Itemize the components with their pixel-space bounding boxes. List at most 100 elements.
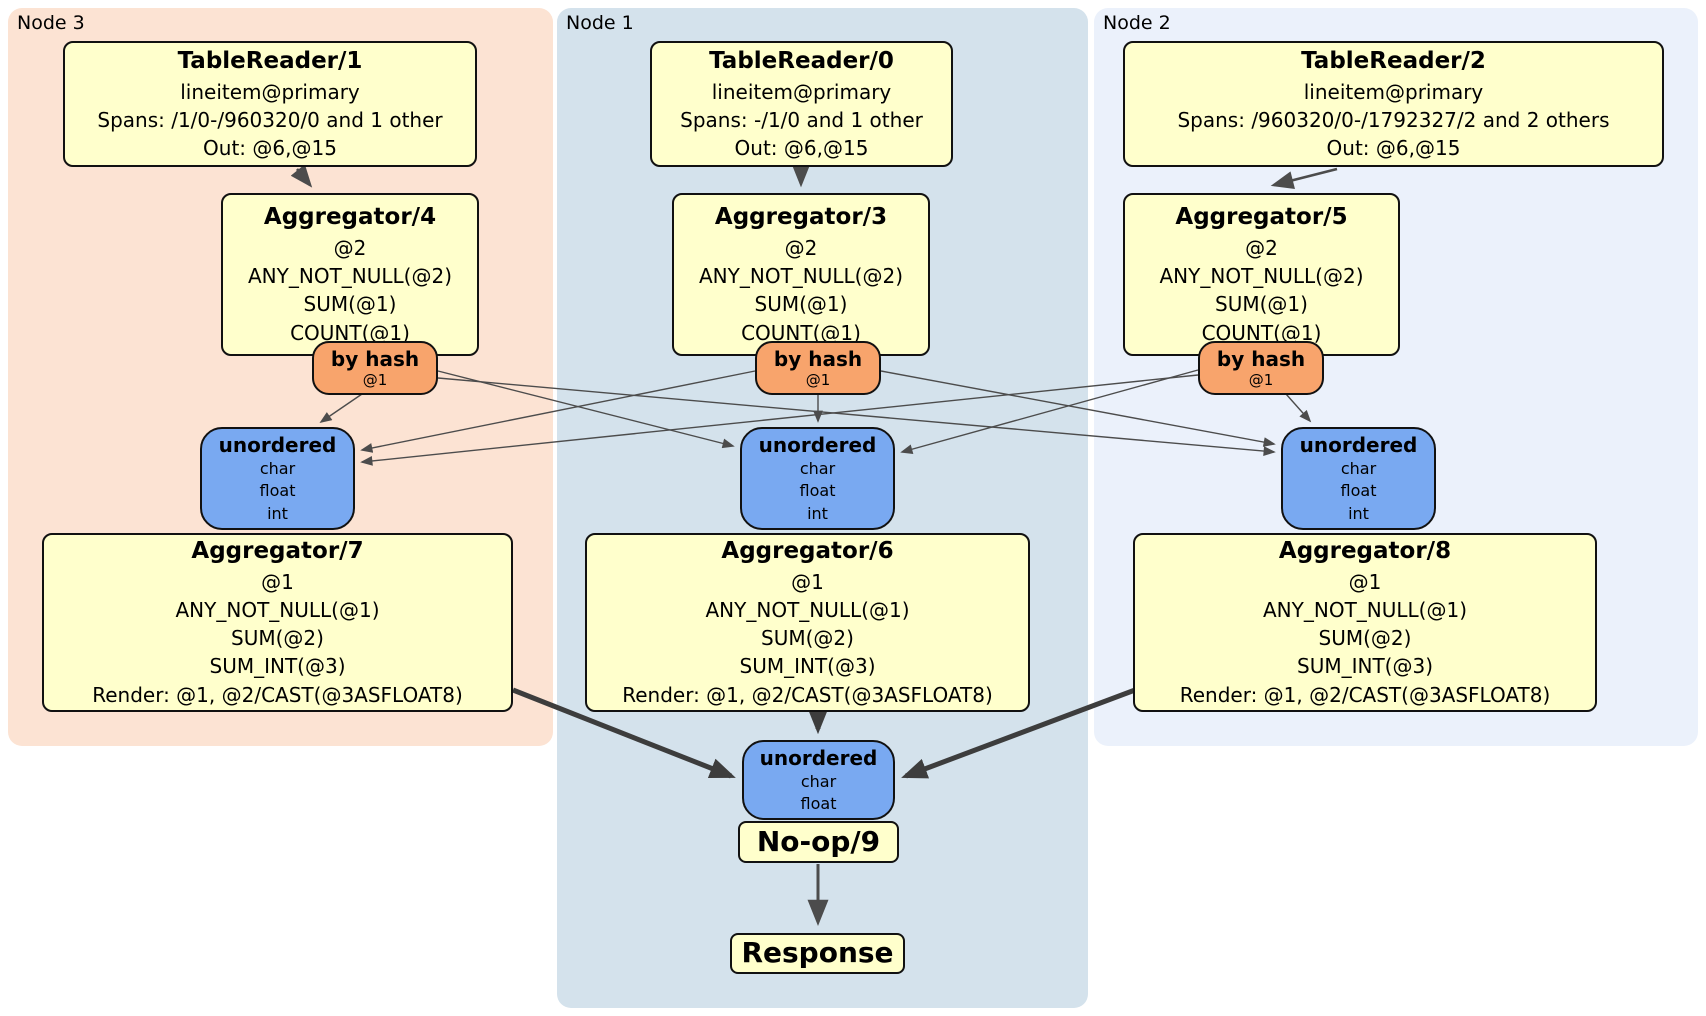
- sync-type: char: [1340, 459, 1377, 479]
- node-group-2-label: Node 2: [1103, 12, 1171, 34]
- processor-line: SUM_INT(@3): [739, 654, 876, 679]
- processor-title: Aggregator/8: [1278, 538, 1452, 565]
- processor-line: lineitem@primary: [1303, 79, 1484, 104]
- processor-line: SUM_INT(@3): [209, 654, 346, 679]
- processor-line: @2: [333, 235, 367, 260]
- processor-title: TableReader/2: [1301, 47, 1486, 74]
- processor-line: ANY_NOT_NULL(@1): [175, 598, 380, 623]
- sync-unordered-node1: unordered char float int: [740, 427, 895, 530]
- router-detail: @1: [362, 370, 388, 389]
- processor-line: Spans: /960320/0-/1792327/2 and 2 others: [1177, 107, 1610, 132]
- edge: [437, 377, 1276, 456]
- sync-title: unordered: [1299, 433, 1418, 458]
- sync-type: float: [1340, 481, 1377, 501]
- processor-line: SUM(@1): [1215, 292, 1308, 317]
- sync-title: unordered: [218, 433, 337, 458]
- processor-title: Aggregator/6: [721, 538, 894, 565]
- processor-line: Out: @6,@15: [1326, 135, 1461, 160]
- sync-type: char: [799, 459, 836, 479]
- aggregator-to-final-sync-edges: [512, 687, 1136, 779]
- processor-line: ANY_NOT_NULL(@2): [1159, 264, 1364, 289]
- edge: [1285, 393, 1312, 423]
- processor-line: COUNT(@1): [1201, 320, 1322, 345]
- router-by-hash-node3: by hash @1: [312, 341, 438, 395]
- processor-line: Spans: -/1/0 and 1 other: [680, 107, 923, 132]
- processor-line: @2: [784, 235, 818, 260]
- router-detail: @1: [1248, 370, 1274, 389]
- processor-title: TableReader/0: [709, 47, 894, 74]
- processor-line: COUNT(@1): [290, 320, 410, 345]
- processor-line: @1: [261, 569, 294, 594]
- edge: [901, 687, 1136, 779]
- processor-line: SUM(@2): [761, 626, 854, 651]
- processor-aggregator-7: Aggregator/7 @1 ANY_NOT_NULL(@1) SUM(@2)…: [42, 533, 513, 712]
- router-title: by hash: [1216, 346, 1306, 371]
- sync-unordered-node3: unordered char float int: [200, 427, 355, 530]
- processor-aggregator-3: Aggregator/3 @2 ANY_NOT_NULL(@2) SUM(@1)…: [672, 193, 930, 356]
- processor-aggregator-5: Aggregator/5 @2 ANY_NOT_NULL(@2) SUM(@1)…: [1123, 193, 1400, 356]
- edge: [360, 374, 1199, 466]
- router-by-hash-node2: by hash @1: [1198, 341, 1324, 395]
- processor-aggregator-6: Aggregator/6 @1 ANY_NOT_NULL(@1) SUM(@2)…: [585, 533, 1030, 712]
- processor-line: @1: [791, 569, 824, 594]
- edge: [360, 370, 756, 453]
- processor-title: TableReader/1: [177, 47, 363, 74]
- processor-line: ANY_NOT_NULL(@2): [699, 264, 903, 289]
- edge: [437, 370, 735, 449]
- node-group-3-label: Node 3: [17, 12, 85, 34]
- processor-tablereader-2: TableReader/2 lineitem@primary Spans: /9…: [1123, 41, 1664, 167]
- sync-type: char: [800, 771, 837, 791]
- processor-line: ANY_NOT_NULL(@2): [248, 264, 452, 289]
- processor-line: lineitem@primary: [711, 79, 892, 104]
- processor-line: SUM(@1): [754, 292, 848, 317]
- processor-line: SUM(@1): [303, 292, 397, 317]
- processor-tablereader-1: TableReader/1 lineitem@primary Spans: /1…: [63, 41, 477, 167]
- router-title: by hash: [330, 346, 420, 371]
- processor-title: Aggregator/5: [1175, 204, 1348, 231]
- processor-line: ANY_NOT_NULL(@1): [705, 598, 910, 623]
- sync-type: float: [259, 481, 296, 501]
- processor-line: Render: @1, @2/CAST(@3ASFLOAT8): [622, 682, 993, 707]
- router-detail: @1: [805, 370, 831, 389]
- reader-to-aggregator-edges: [290, 164, 1338, 190]
- sync-type: int: [807, 503, 828, 523]
- processor-line: COUNT(@1): [741, 320, 861, 345]
- router-by-hash-node1: by hash @1: [755, 341, 881, 395]
- response-title: Response: [741, 936, 894, 970]
- edge: [880, 370, 1276, 447]
- processor-tablereader-0: TableReader/0 lineitem@primary Spans: -/…: [650, 41, 953, 167]
- processor-line: SUM(@2): [1318, 626, 1412, 651]
- edge: [290, 164, 313, 188]
- response-node: Response: [730, 933, 905, 974]
- processor-line: lineitem@primary: [180, 79, 360, 104]
- edge: [319, 393, 363, 424]
- processor-title: No-op/9: [756, 824, 881, 858]
- processor-line: Render: @1, @2/CAST(@3ASFLOAT8): [92, 682, 463, 707]
- edge: [512, 687, 736, 779]
- processor-line: ANY_NOT_NULL(@1): [1263, 598, 1467, 623]
- processor-line: Out: @6,@15: [203, 135, 337, 160]
- sync-title: unordered: [759, 745, 878, 770]
- sync-type: float: [800, 794, 837, 813]
- processor-line: SUM_INT(@3): [1297, 654, 1433, 679]
- sync-type: int: [1348, 503, 1369, 523]
- sync-title: unordered: [758, 433, 877, 458]
- router-to-sync-edges: [319, 369, 1312, 466]
- processor-line: Out: @6,@15: [734, 135, 869, 160]
- processor-line: Spans: /1/0-/960320/0 and 1 other: [97, 107, 443, 132]
- edge: [1270, 167, 1338, 190]
- sync-type: char: [259, 459, 296, 479]
- processor-title: Aggregator/7: [191, 538, 364, 565]
- processor-aggregator-8: Aggregator/8 @1 ANY_NOT_NULL(@1) SUM(@2)…: [1133, 533, 1597, 712]
- processor-line: Render: @1, @2/CAST(@3ASFLOAT8): [1179, 682, 1551, 707]
- processor-noop-9: No-op/9: [738, 821, 899, 863]
- sync-type: int: [267, 503, 288, 523]
- processor-line: @1: [1348, 569, 1382, 594]
- processor-aggregator-4: Aggregator/4 @2 ANY_NOT_NULL(@2) SUM(@1)…: [221, 193, 479, 356]
- sync-unordered-final: unordered char float: [742, 740, 895, 820]
- processor-title: Aggregator/4: [263, 204, 437, 231]
- processor-title: Aggregator/3: [714, 204, 888, 231]
- processor-line: SUM(@2): [231, 626, 324, 651]
